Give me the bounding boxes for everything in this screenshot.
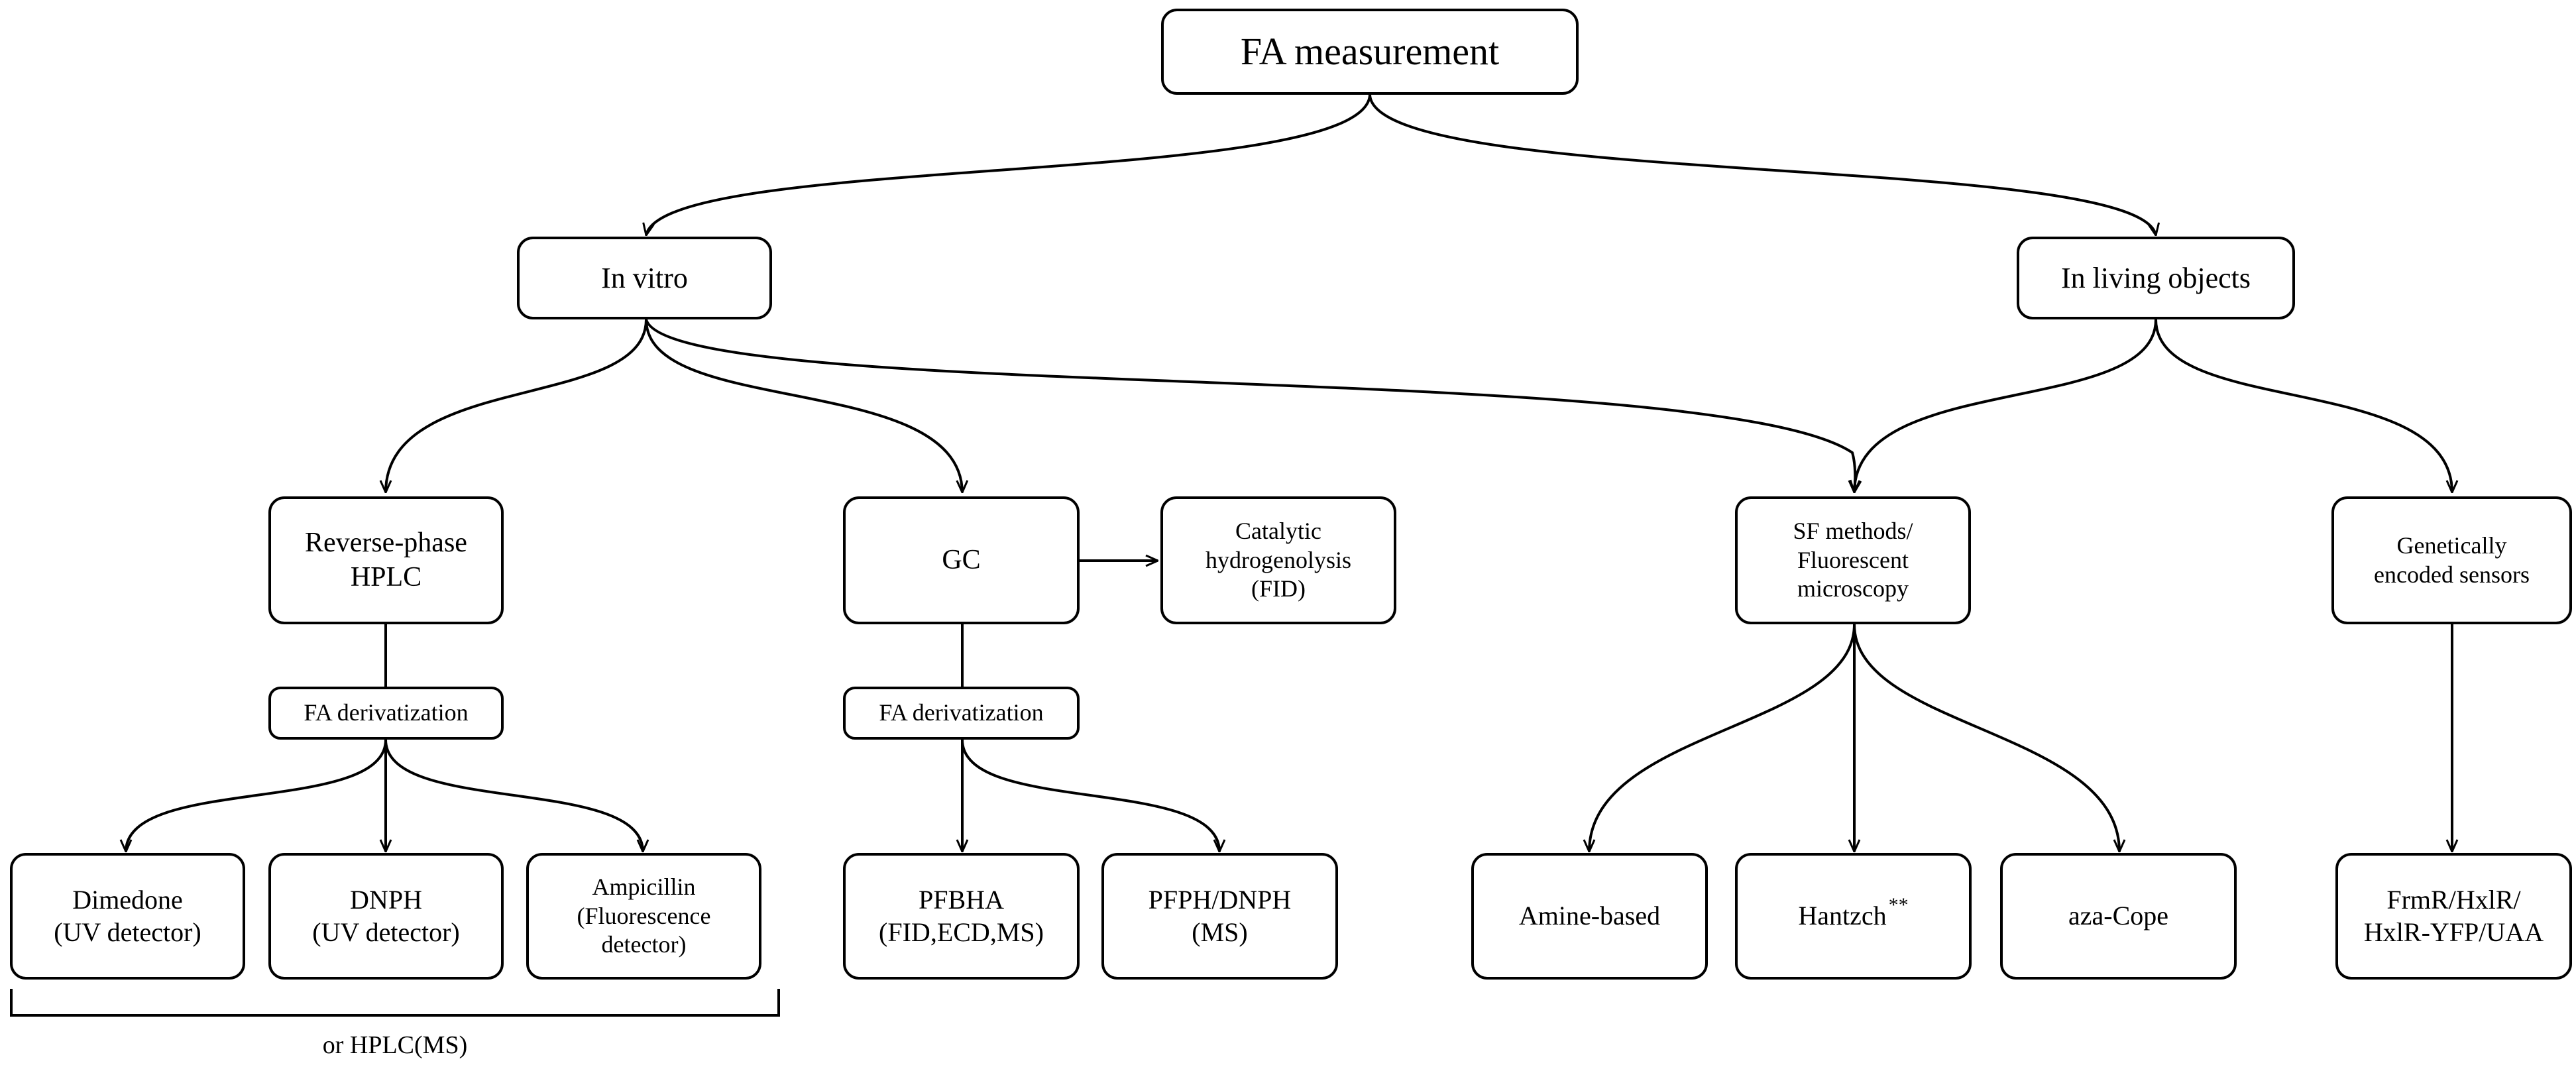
- node-in-vitro-label: In vitro: [601, 261, 688, 294]
- node-dimedone-line2: (UV detector): [54, 917, 201, 947]
- node-dimedone: Dimedone (UV detector): [10, 853, 245, 980]
- node-aza-cope: aza-Cope: [2000, 853, 2237, 980]
- node-dimedone-line1: Dimedone: [72, 884, 183, 915]
- node-gc: GC: [843, 496, 1080, 624]
- edge-invitro-gc: [645, 319, 962, 492]
- edge-living-sf: [1854, 319, 2157, 492]
- node-ampicillin-line2: (Fluorescence: [577, 902, 711, 929]
- root-node-fa-measurement: FA measurement: [1161, 9, 1579, 95]
- node-pfbha: PFBHA (FID,ECD,MS): [843, 853, 1080, 980]
- node-hplc-fa-derivatization: FA derivatization: [268, 687, 504, 740]
- node-pfph-line1: PFPH/DNPH: [1148, 884, 1292, 915]
- node-in-vitro: In vitro: [517, 237, 772, 319]
- node-frmr-hxlr: FrmR/HxlR/ HxlR-YFP/UAA: [2335, 853, 2572, 980]
- edge-root-living: [1369, 94, 2156, 235]
- edge-invitro-sf: [645, 319, 1855, 492]
- node-catalytic-line1: Catalytic: [1235, 517, 1321, 544]
- edge-sf-amine: [1589, 624, 1856, 852]
- node-genetic-line1: Genetically: [2396, 532, 2507, 559]
- edge-invitro-rphplc: [386, 319, 647, 492]
- node-catalytic-line2: hydrogenolysis: [1205, 546, 1351, 573]
- node-hantzch-label: Hantzch: [1798, 901, 1887, 931]
- node-in-living-objects-label: In living objects: [2061, 261, 2251, 294]
- node-ampicillin: Ampicillin (Fluorescence detector): [526, 853, 761, 980]
- node-genetic-line2: encoded sensors: [2374, 561, 2530, 588]
- edge-gcderiv-pfph: [961, 739, 1219, 852]
- node-hantzch: Hantzch**: [1735, 853, 1972, 980]
- node-pfbha-line2: (FID,ECD,MS): [879, 917, 1044, 947]
- node-aza-cope-label: aza-Cope: [2068, 901, 2168, 931]
- node-frmr-line2: HxlR-YFP/UAA: [2363, 917, 2544, 947]
- node-frmr-line1: FrmR/HxlR/: [2386, 884, 2521, 915]
- node-amine-based: Amine-based: [1471, 853, 1708, 980]
- double-asterisk-mark: **: [1888, 894, 1909, 917]
- node-dnph-line2: (UV detector): [312, 917, 460, 947]
- node-hantzch-text: Hantzch**: [1798, 894, 1908, 932]
- node-in-living-objects: In living objects: [2017, 237, 2295, 319]
- node-rphplc-line1: Reverse-phase: [305, 528, 467, 559]
- root-node-label: FA measurement: [1240, 29, 1500, 73]
- node-pfph-dnph: PFPH/DNPH (MS): [1101, 853, 1338, 980]
- node-pfbha-line1: PFBHA: [919, 884, 1004, 915]
- bracket-hplc: [10, 989, 780, 1017]
- edge-sf-azacope: [1853, 624, 2119, 852]
- node-ampicillin-line1: Ampicillin: [592, 873, 696, 900]
- node-sf-line1: SF methods/: [1793, 517, 1913, 544]
- node-gc-fa-derivatization: FA derivatization: [843, 687, 1080, 740]
- node-sf-line2: Fluorescent: [1797, 546, 1909, 573]
- node-dnph-line1: DNPH: [350, 884, 422, 915]
- node-reverse-phase-hplc: Reverse-phase HPLC: [268, 496, 504, 624]
- edge-root-invitro: [646, 94, 1371, 235]
- node-hplc-deriv-label: FA derivatization: [304, 699, 469, 726]
- node-genetically-encoded-sensors: Genetically encoded sensors: [2331, 496, 2572, 624]
- node-sf-methods: SF methods/ Fluorescent microscopy: [1735, 496, 1971, 624]
- node-rphplc-line2: HPLC: [350, 561, 422, 592]
- node-sf-line3: microscopy: [1797, 575, 1909, 602]
- node-ampicillin-line3: detector): [601, 931, 687, 958]
- bracket-caption: or HPLC(MS): [322, 1031, 468, 1059]
- edge-deriv-ampicillin: [384, 739, 643, 852]
- node-pfph-line2: (MS): [1192, 917, 1248, 947]
- edge-deriv-dimedone: [126, 739, 387, 852]
- node-gc-deriv-label: FA derivatization: [879, 699, 1044, 726]
- node-gc-label: GC: [942, 544, 981, 575]
- edge-living-genetic: [2155, 319, 2452, 492]
- node-amine-label: Amine-based: [1518, 901, 1661, 931]
- node-catalytic-hydrogenolysis: Catalytic hydrogenolysis (FID): [1160, 496, 1396, 624]
- node-dnph: DNPH (UV detector): [268, 853, 504, 980]
- node-catalytic-line3: (FID): [1251, 575, 1306, 602]
